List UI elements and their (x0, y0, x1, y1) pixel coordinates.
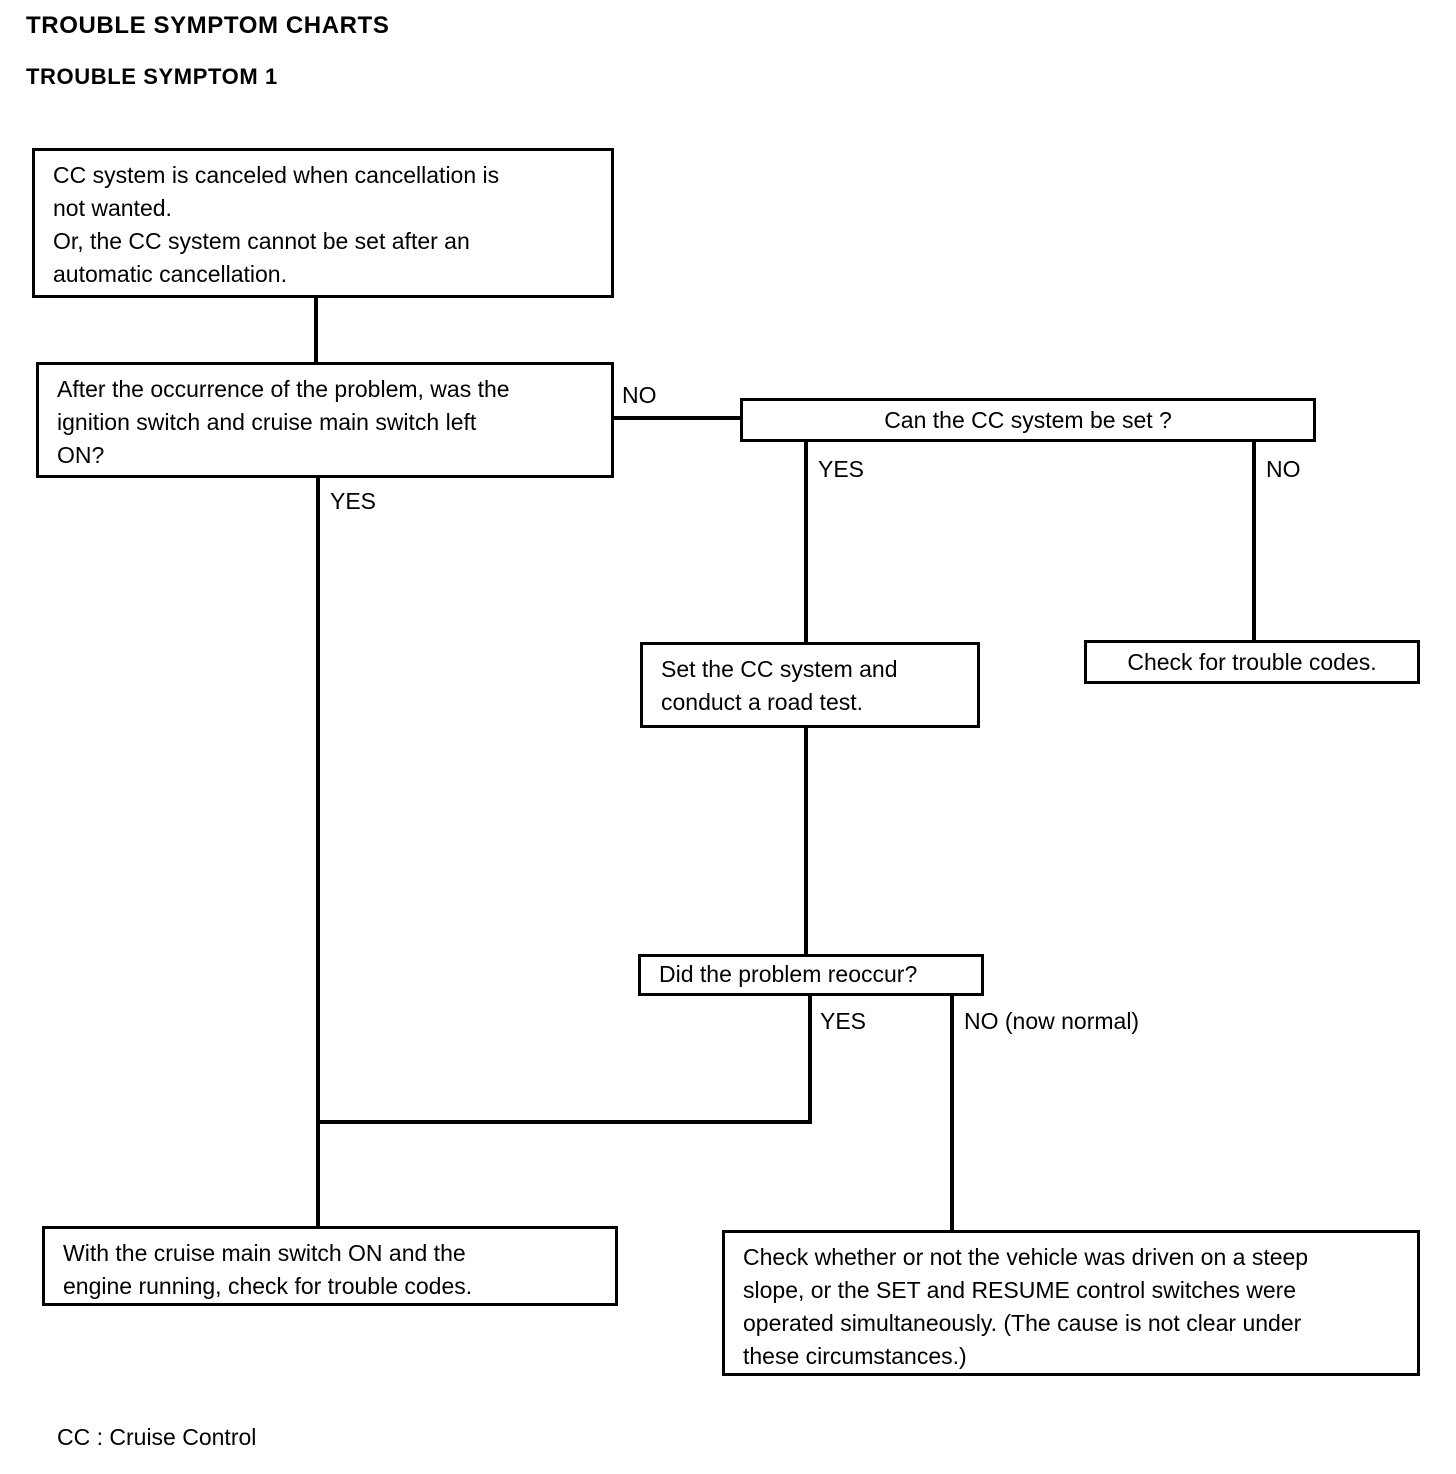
node-check-trouble-codes: Check for trouble codes. (1084, 640, 1420, 684)
node-steep-slope-check: Check whether or not the vehicle was dri… (722, 1230, 1420, 1376)
edge-label-reoccur-yes: YES (820, 1008, 867, 1034)
edge-reoccur-yes-vertical (808, 994, 812, 1124)
node-question-can-set: Can the CC system be set ? (740, 398, 1316, 442)
page-subtitle: TROUBLE SYMPTOM 1 (26, 64, 278, 89)
node-question-reoccur: Did the problem reoccur? (638, 954, 984, 996)
node-cruise-on-check-codes: With the cruise main switch ON and the e… (42, 1226, 618, 1306)
node-question-ignition: After the occurrence of the problem, was… (36, 362, 614, 478)
edge-label-can-set-no: NO (1266, 456, 1301, 482)
edge-ignition-no (612, 416, 742, 420)
edge-reoccur-yes-horizontal (316, 1120, 812, 1124)
edge-label-can-set-yes: YES (818, 456, 865, 482)
edge-can-set-yes (804, 440, 808, 644)
edge-road-test-to-reoccur (804, 728, 808, 956)
page-title: TROUBLE SYMPTOM CHARTS (26, 12, 390, 39)
node-symptom: CC system is canceled when cancellation … (32, 148, 614, 298)
edge-label-reoccur-no: NO (now normal) (964, 1008, 1140, 1034)
legend-abbreviation: CC : Cruise Control (57, 1424, 257, 1450)
edge-symptom-to-ignition (314, 298, 318, 364)
edge-ignition-yes (316, 478, 320, 1226)
edge-label-ignition-yes: YES (330, 488, 377, 514)
edge-label-ignition-no: NO (622, 382, 657, 408)
node-set-road-test: Set the CC system and conduct a road tes… (640, 642, 980, 728)
edge-can-set-no (1252, 440, 1256, 642)
edge-reoccur-no (950, 994, 954, 1232)
